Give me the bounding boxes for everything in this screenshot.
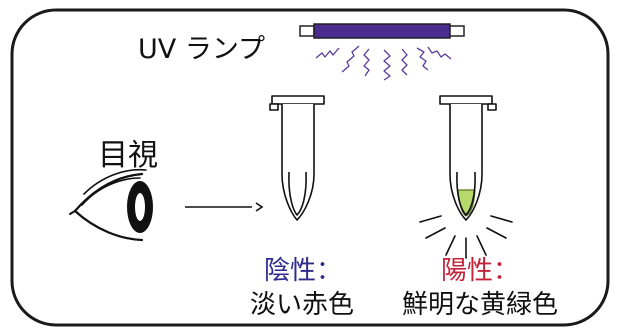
observer-label: 目視: [98, 138, 158, 173]
negative-title: 陰性：: [264, 256, 343, 286]
glow-rays-icon: [419, 215, 513, 259]
positive-description: 鮮明な黄緑色: [402, 290, 559, 320]
arrow-right-icon: [185, 202, 264, 212]
eye-icon: [69, 168, 153, 242]
uv-lamp-label: UV ランプ: [138, 34, 266, 65]
negative-description: 淡い赤色: [250, 290, 355, 320]
frame-border: [10, 8, 610, 327]
uv-lamp-icon: [299, 23, 465, 39]
positive-tube-icon: [439, 95, 497, 221]
negative-tube-icon: [269, 95, 325, 221]
uv-rays-icon: [315, 45, 452, 81]
positive-title: 陽性：: [441, 256, 520, 286]
